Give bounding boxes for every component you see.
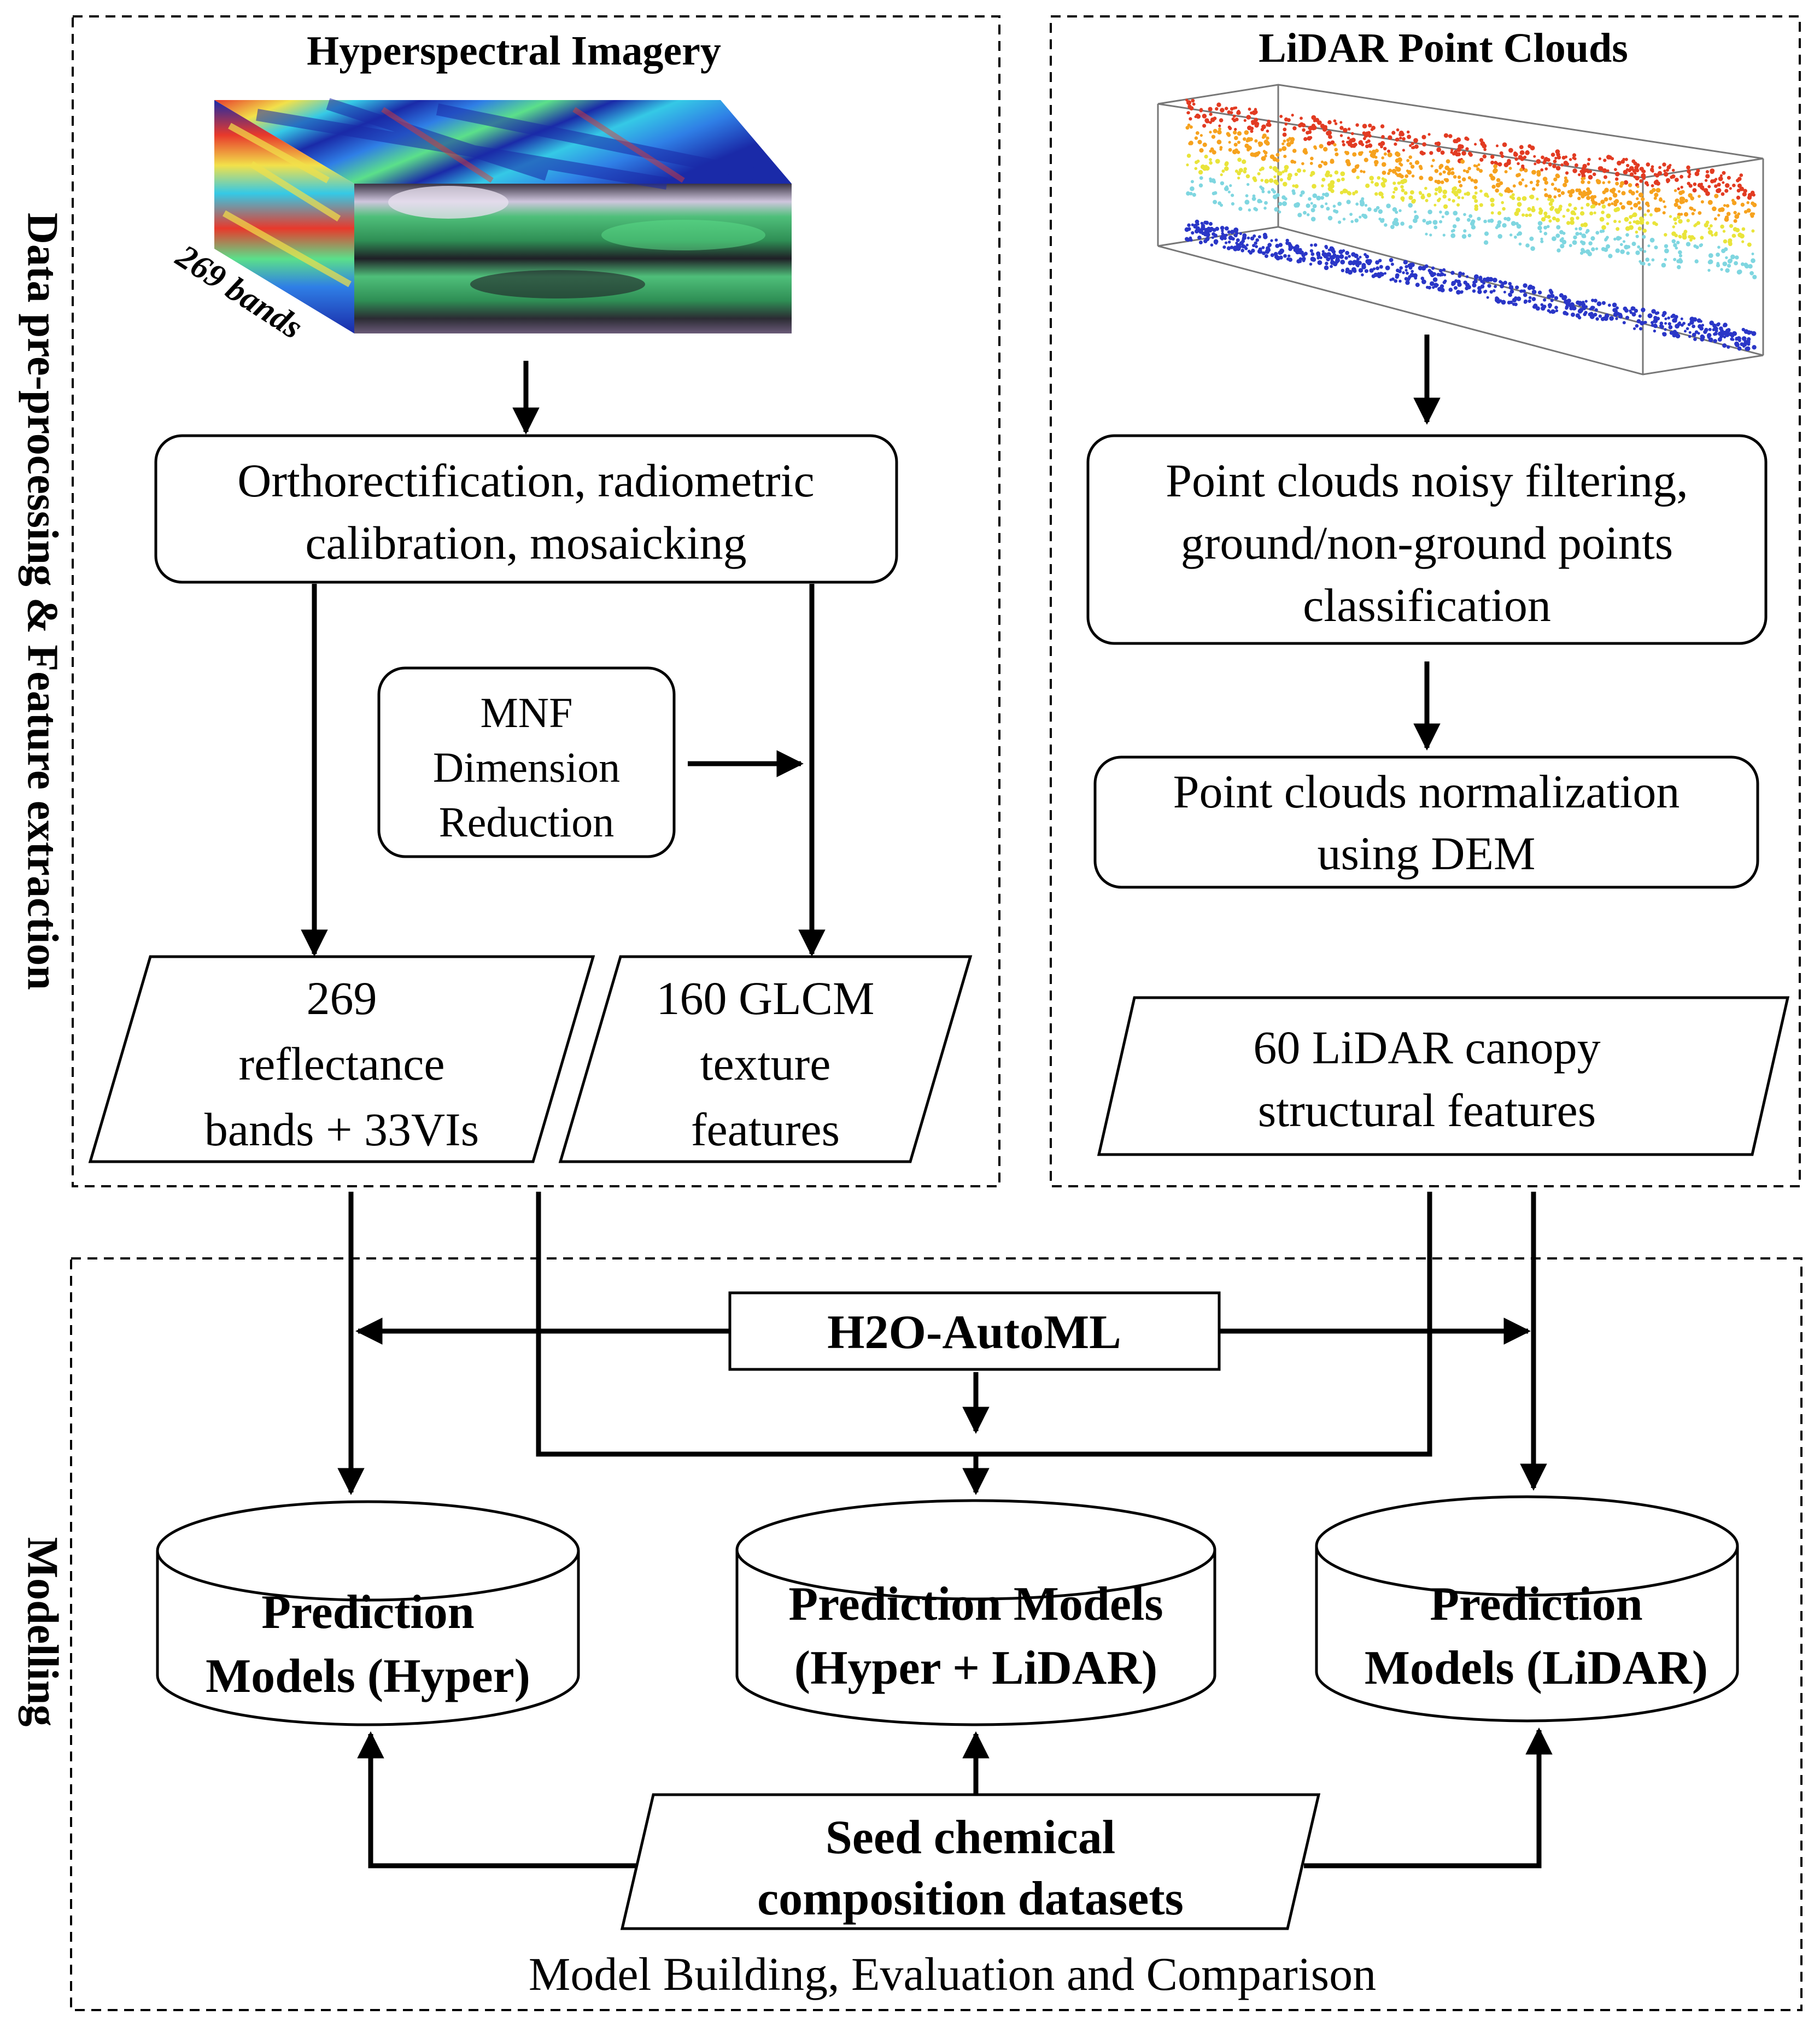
- lidar-normalization-line-1: Point clouds normalization: [1173, 765, 1680, 818]
- svg-text:Prediction: Prediction: [1430, 1578, 1642, 1631]
- lidar-features-line-1: 60 LiDAR canopy: [1253, 1021, 1600, 1074]
- glcm-features-output: [558, 955, 973, 1163]
- mnf-line-1: MNF: [480, 689, 572, 736]
- lidar-point-cloud-image: [1157, 84, 1764, 376]
- svg-text:(Hyper + LiDAR): (Hyper + LiDAR): [794, 1642, 1157, 1695]
- reflectance-line-2: reflectance: [238, 1038, 444, 1090]
- prediction-models-hyper-lidar: Prediction Models (Hyper + LiDAR): [735, 1499, 1216, 1726]
- hyperspectral-cube-image: 269 bands: [169, 98, 792, 346]
- preprocessing-section-label: Data pre-processing & Feature extraction: [19, 213, 67, 990]
- orthorectification-step-box: [154, 434, 898, 584]
- seed-chemical-datasets-input: [620, 1793, 1321, 1930]
- lidar-normalization-step-box: [1093, 755, 1759, 889]
- lidar-title: LiDAR Point Clouds: [1259, 25, 1628, 71]
- svg-text:Models (Hyper): Models (Hyper): [206, 1650, 530, 1703]
- modelling-section-label: Modelling: [19, 1537, 67, 1727]
- modelling-section-border: [70, 1257, 1803, 2011]
- svg-text:Prediction: Prediction: [261, 1586, 474, 1639]
- glcm-line-1: 160 GLCM: [657, 972, 875, 1024]
- mnf-line-3: Reduction: [439, 798, 615, 846]
- mnf-line-2: Dimension: [433, 743, 620, 791]
- connectors: [301, 335, 1553, 1868]
- lidar-filtering-line-1: Point clouds noisy filtering,: [1166, 454, 1688, 507]
- reflectance-features-output: [88, 955, 595, 1163]
- lidar-filtering-step-box: [1086, 434, 1768, 645]
- lidar-features-line-2: structural features: [1258, 1084, 1596, 1137]
- prediction-models-hyper: Prediction Models (Hyper): [156, 1500, 580, 1726]
- reflectance-line-1: 269: [307, 972, 377, 1024]
- lidar-normalization-line-2: using DEM: [1318, 827, 1536, 880]
- seed-line-2: composition datasets: [757, 1872, 1184, 1925]
- seed-line-1: Seed chemical: [826, 1811, 1115, 1864]
- svg-text:Models (LiDAR): Models (LiDAR): [1365, 1642, 1708, 1695]
- svg-text:Prediction Models: Prediction Models: [788, 1578, 1163, 1631]
- hyperspectral-section-border: [72, 15, 1000, 1187]
- lidar-filtering-line-3: classification: [1303, 579, 1551, 631]
- lidar-filtering-line-2: ground/non-ground points: [1181, 517, 1673, 569]
- lidar-features-output: [1097, 996, 1790, 1156]
- modelling-footer: Model Building, Evaluation and Compariso…: [529, 1948, 1376, 2000]
- glcm-line-3: features: [691, 1103, 840, 1156]
- prediction-models-lidar: Prediction Models (LiDAR): [1315, 1495, 1739, 1723]
- mnf-step-box: [377, 666, 676, 858]
- hyperspectral-title: Hyperspectral Imagery: [307, 28, 721, 74]
- orthorectification-line-2: calibration, mosaicking: [305, 517, 746, 569]
- h2o-automl-label: H2O-AutoML: [827, 1306, 1121, 1359]
- reflectance-line-3: bands + 33VIs: [204, 1103, 479, 1156]
- orthorectification-line-1: Orthorectification, radiometric: [237, 454, 814, 507]
- lidar-section-border: [1050, 15, 1801, 1187]
- glcm-line-2: texture: [700, 1038, 831, 1090]
